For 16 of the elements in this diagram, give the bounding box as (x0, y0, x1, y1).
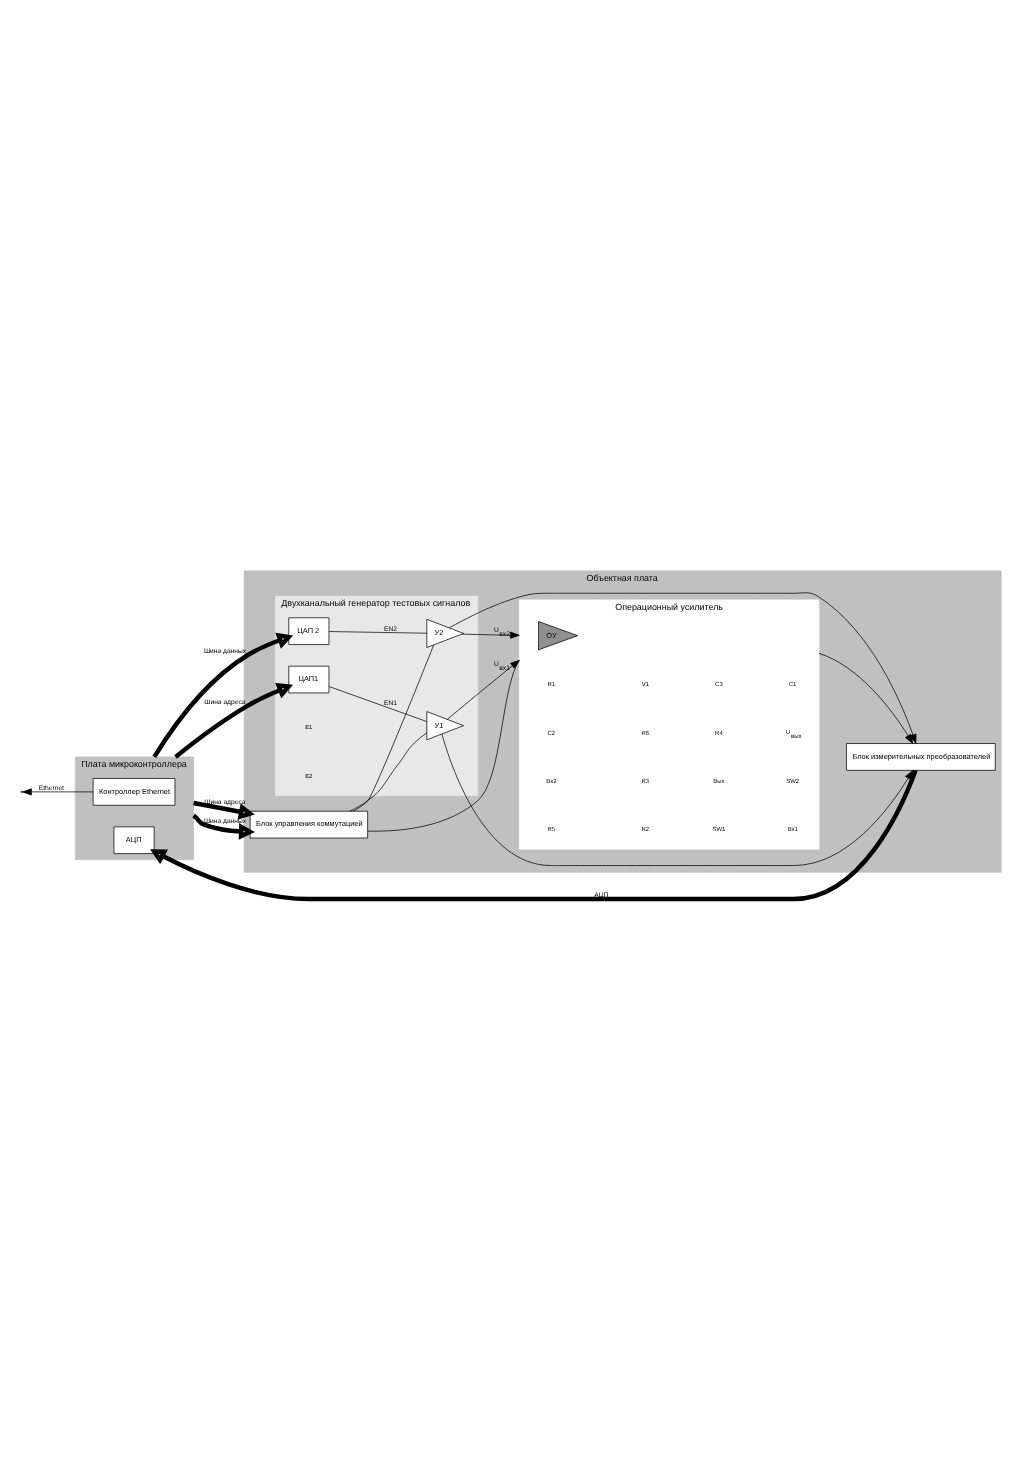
arrow (193, 800, 255, 820)
connector (328, 686, 428, 722)
arrow (152, 632, 294, 759)
connector (328, 631, 428, 634)
arrow (441, 733, 914, 866)
arrow (192, 813, 255, 840)
arrow (818, 652, 914, 744)
connector (367, 659, 520, 832)
arrow (449, 592, 917, 744)
connector (353, 644, 435, 812)
arrow (174, 683, 293, 759)
arrow (447, 659, 520, 720)
connector (349, 732, 427, 812)
arrow (22, 788, 94, 796)
arrow (150, 769, 918, 902)
arrow (461, 631, 520, 639)
